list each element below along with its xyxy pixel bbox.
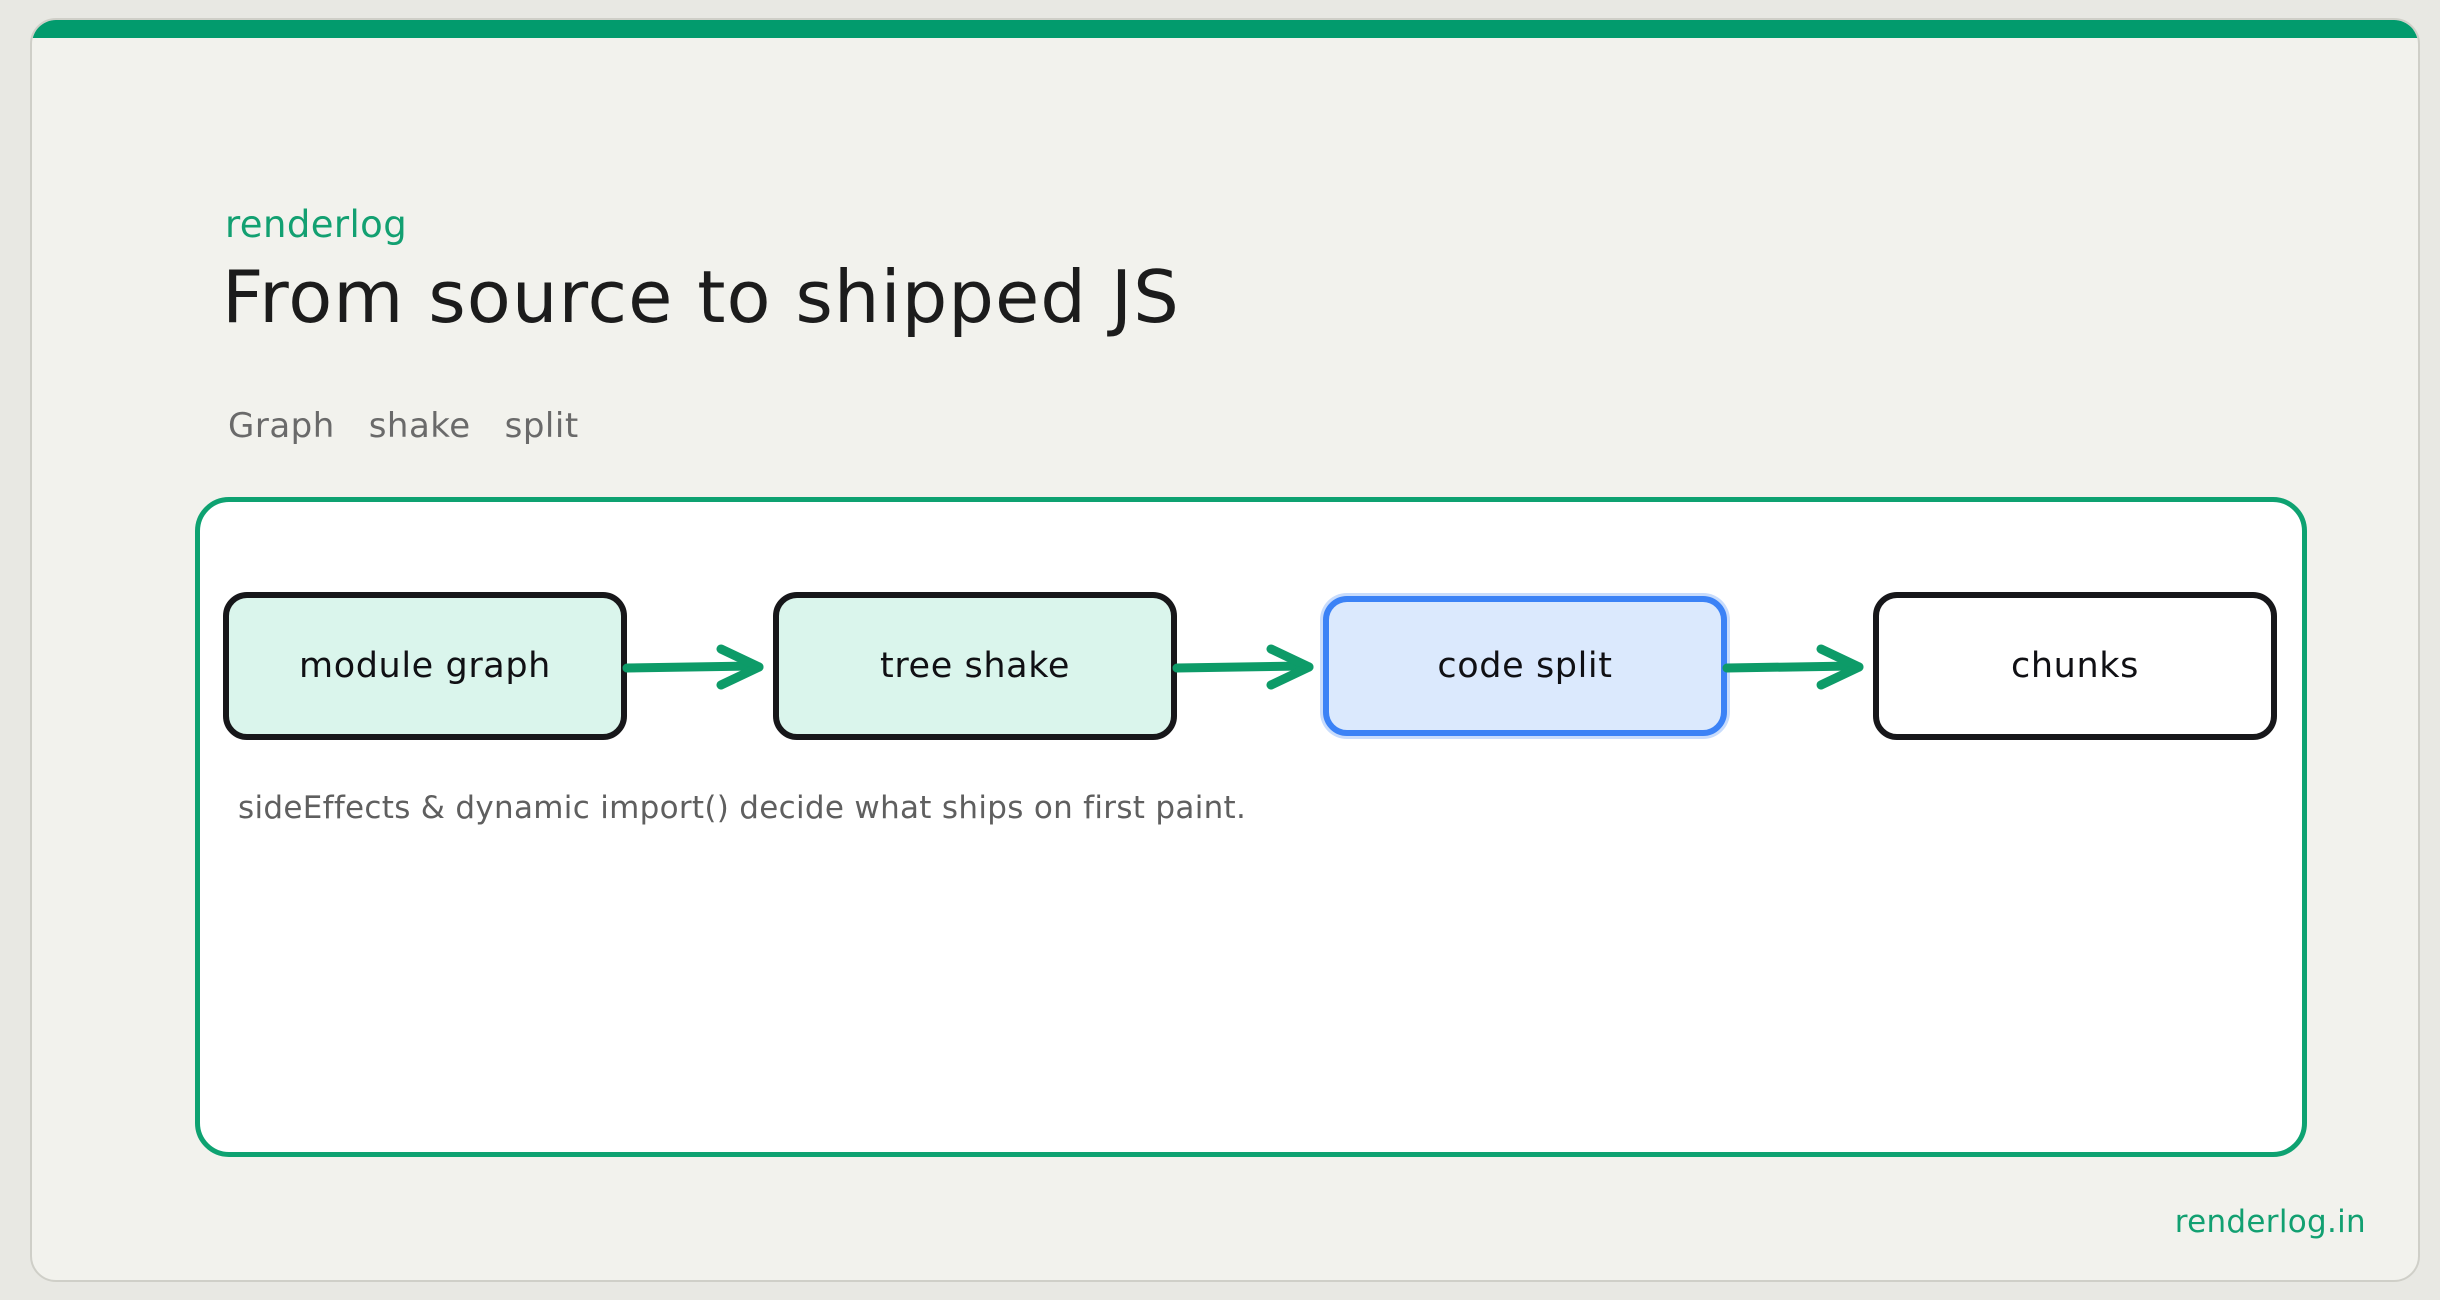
page-subtitle: Graph shake split <box>228 406 579 446</box>
top-accent-bar <box>32 20 2418 38</box>
footer-link[interactable]: renderlog.in <box>2174 1204 2366 1240</box>
flow-arrow-2-icon <box>1172 644 1327 690</box>
diagram-caption: sideEffects & dynamic import() decide wh… <box>238 790 1247 826</box>
flow-node-chunks[interactable]: chunks <box>1873 592 2277 740</box>
diagram-panel: module graph tree shake <box>195 497 2307 1157</box>
flow-node-tree-shake[interactable]: tree shake <box>773 592 1177 740</box>
flow-node-module-graph[interactable]: module graph <box>223 592 627 740</box>
slide-card: renderlog From source to shipped JS Grap… <box>30 18 2420 1282</box>
page-title: From source to shipped JS <box>222 255 1180 339</box>
flow-arrow-3-icon <box>1722 644 1877 690</box>
flow-node-code-split[interactable]: code split <box>1323 596 1727 736</box>
flow-node-label: tree shake <box>880 646 1070 686</box>
flow-node-label: chunks <box>2011 646 2139 686</box>
flow-node-label: module graph <box>299 646 551 686</box>
flow-row: module graph tree shake <box>200 592 2302 742</box>
flow-node-label: code split <box>1437 646 1613 686</box>
brand-label: renderlog <box>225 203 408 246</box>
flow-arrow-1-icon <box>622 644 777 690</box>
